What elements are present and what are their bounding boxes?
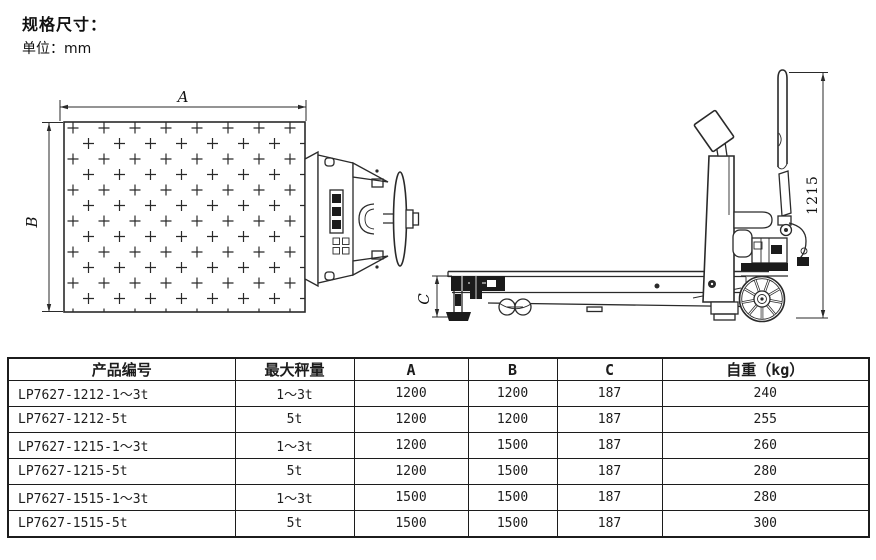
steer-wheel (738, 275, 786, 323)
header-row: 产品编号 最大秤量 A B C 自重（kg） (7, 357, 870, 381)
cell-dim-b: 1200 (467, 406, 558, 433)
cell-dim-b: 1500 (467, 432, 558, 459)
col-header-dim-c: C (556, 357, 663, 381)
handle (777, 69, 793, 237)
tandem-rollers (498, 298, 532, 316)
keypad-buttons (332, 237, 350, 255)
cell-max-capacity: 1～3t (234, 484, 355, 511)
unit-label: 单位：mm (22, 41, 92, 57)
cell-max-capacity: 5t (234, 510, 355, 538)
cell-self-weight: 260 (661, 432, 870, 459)
col-header-dim-b: B (467, 357, 558, 381)
dimension-a: A (59, 88, 307, 121)
cell-dim-a: 1200 (353, 406, 469, 433)
cell-self-weight: 280 (661, 458, 870, 485)
table-row: LP7627-1515-5t 5t 1500 1500 187 300 (7, 510, 870, 538)
table-row: LP7627-1215-5t 5t 1200 1500 187 280 (7, 458, 870, 485)
cell-dim-c: 187 (556, 458, 663, 485)
col-header-max-capacity: 最大秤量 (234, 357, 355, 381)
table-row: LP7627-1212-1～3t 1～3t 1200 1200 187 240 (7, 380, 870, 407)
handle-lower-segment (778, 170, 792, 217)
indicator-panel-top-view (329, 189, 344, 234)
cell-dim-c: 187 (556, 380, 663, 407)
pallet-truck-top-view (304, 150, 420, 288)
cell-max-capacity: 5t (234, 458, 355, 485)
cell-max-capacity: 1～3t (234, 432, 355, 459)
table-row: LP7627-1215-1～3t 1～3t 1200 1500 187 260 (7, 432, 870, 459)
cell-product-code: LP7627-1515-1～3t (7, 484, 236, 511)
cell-product-code: LP7627-1212-5t (7, 406, 236, 433)
table-row: LP7627-1212-5t 5t 1200 1200 187 255 (7, 406, 870, 433)
col-header-dim-a: A (353, 357, 469, 381)
table-body: LP7627-1212-1～3t 1～3t 1200 1200 187 240 … (7, 380, 870, 538)
cell-dim-c: 187 (556, 510, 663, 538)
tiller-wheel-top-view (392, 171, 408, 267)
cell-self-weight: 255 (661, 406, 870, 433)
cell-max-capacity: 1～3t (234, 380, 355, 407)
cell-self-weight: 300 (661, 510, 870, 538)
cell-dim-a: 1500 (353, 484, 469, 511)
cell-dim-c: 187 (556, 432, 663, 459)
top-view-drawing: A B (23, 88, 420, 313)
cell-dim-b: 1500 (467, 484, 558, 511)
tiller-hub (405, 209, 414, 229)
cell-dim-a: 1200 (353, 380, 469, 407)
cell-dim-c: 187 (556, 484, 663, 511)
cell-dim-a: 1200 (353, 432, 469, 459)
platform-plate (64, 122, 305, 312)
page-title: 规格尺寸： (22, 15, 108, 34)
mid-foot (586, 306, 603, 313)
col-header-product-code: 产品编号 (7, 357, 236, 381)
front-foot (446, 312, 471, 321)
dimension-b: B (23, 122, 63, 312)
cell-dim-a: 1200 (353, 458, 469, 485)
dimension-c: C (415, 275, 455, 318)
indicator-display (693, 109, 735, 157)
cell-dim-b: 1500 (467, 510, 558, 538)
cutout-bottom (324, 271, 335, 281)
dimension-height: 1215 (789, 72, 828, 319)
table-row: LP7627-1515-1～3t 1～3t 1500 1500 187 280 (7, 484, 870, 511)
steering-linkage (352, 161, 406, 277)
cell-max-capacity: 5t (234, 406, 355, 433)
cell-product-code: LP7627-1215-1～3t (7, 432, 236, 459)
cell-dim-c: 187 (556, 406, 663, 433)
dim-a-label: A (176, 88, 189, 106)
cell-dim-b: 1200 (467, 380, 558, 407)
cell-self-weight: 280 (661, 484, 870, 511)
table-header: 产品编号 最大秤量 A B C 自重（kg） (7, 357, 870, 381)
cell-dim-a: 1500 (353, 510, 469, 538)
cell-product-code: LP7627-1212-1～3t (7, 380, 236, 407)
cell-self-weight: 240 (661, 380, 870, 407)
cell-product-code: LP7627-1215-5t (7, 458, 236, 485)
cell-product-code: LP7627-1515-5t (7, 510, 236, 538)
fork-bolt (654, 283, 660, 289)
cell-dim-b: 1500 (467, 458, 558, 485)
col-header-self-weight: 自重（kg） (661, 357, 870, 381)
spec-table: 产品编号 最大秤量 A B C 自重（kg） LP7627-1212-1～3t … (7, 357, 870, 538)
dim-c-label: C (415, 293, 433, 305)
side-view-drawing: C (415, 69, 828, 323)
dim-b-label: B (23, 216, 41, 228)
cutout-top (324, 157, 335, 167)
technical-drawings: A B (23, 69, 828, 323)
mast-foot (710, 301, 739, 315)
dim-height-label: 1215 (805, 175, 821, 215)
hydraulic-pump (732, 211, 809, 277)
